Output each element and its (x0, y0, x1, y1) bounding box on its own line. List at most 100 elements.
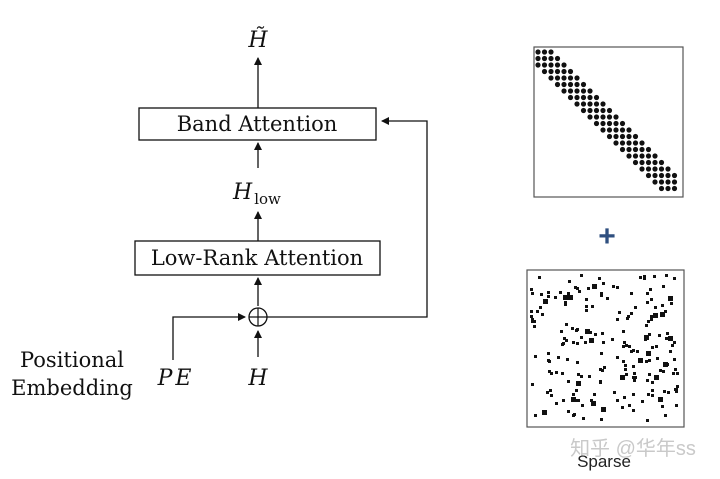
band-dot (541, 68, 548, 75)
band-dot (658, 172, 665, 179)
sparse-dot (639, 276, 642, 279)
band-dot (593, 101, 600, 107)
input-h-label: H (247, 366, 268, 391)
band-dot (561, 81, 567, 88)
sparse-dot (600, 294, 603, 297)
sparse-dot (654, 375, 659, 380)
sparse-dot (576, 287, 579, 290)
sparse-dot (622, 360, 625, 363)
sparse-dot (645, 324, 648, 327)
sparse-dot (588, 375, 591, 378)
sparse-dot (575, 399, 578, 402)
band-dot (639, 146, 645, 153)
band-matrix (533, 46, 684, 198)
sparse-dot (591, 403, 594, 406)
band-dot (658, 159, 665, 166)
band-dot (593, 120, 600, 127)
sparse-dot (660, 312, 665, 317)
band-dot (593, 107, 600, 114)
band-dot (645, 146, 652, 153)
sparse-dot (548, 370, 551, 373)
sparse-dot (612, 285, 615, 288)
sparse-dot (547, 291, 550, 294)
sparse-dot (576, 342, 579, 345)
sparse-dot (599, 368, 602, 371)
sparse-dot (632, 365, 635, 368)
sparse-dot (543, 299, 548, 304)
sparse-dot (593, 393, 596, 396)
sparse-dot (648, 359, 651, 362)
band-dot (587, 114, 593, 120)
band-dot (645, 159, 652, 166)
band-dot (665, 172, 671, 179)
sparse-dot (646, 301, 649, 304)
sparse-dot (580, 336, 583, 339)
band-dot (613, 114, 619, 120)
band-dot (561, 68, 567, 75)
band-dot (639, 140, 645, 146)
sparse-dot (564, 301, 567, 304)
sparse-dot (603, 366, 606, 369)
sparse-dot (557, 356, 560, 359)
sparse-dot (644, 338, 647, 341)
sparse-dot (587, 287, 590, 290)
band-dot (606, 127, 613, 133)
band-dot (600, 127, 606, 133)
sparse-dot (547, 295, 550, 298)
sparse-dot (632, 393, 635, 396)
band-dot (580, 101, 587, 107)
sparse-dot (550, 394, 553, 397)
band-dot (587, 107, 593, 114)
band-dot (606, 107, 613, 114)
band-dot (619, 146, 626, 153)
band-dot (652, 172, 658, 179)
sparse-dot (632, 409, 635, 412)
band-dot (619, 120, 626, 127)
sparse-dot (643, 275, 646, 278)
sparse-dot (676, 385, 679, 388)
band-dot (554, 55, 561, 62)
sparse-dot (567, 410, 570, 413)
sparse-dot (650, 318, 653, 321)
sum-node (248, 307, 268, 327)
band-dot (613, 133, 619, 140)
output-label: H̃ (247, 27, 268, 53)
sparse-dot (676, 372, 679, 375)
sparse-dot (672, 372, 675, 375)
band-dot (554, 68, 561, 75)
sparse-dot (633, 379, 636, 382)
sparse-dot (621, 406, 624, 409)
sparse-dot (632, 376, 635, 379)
sparse-dot (665, 337, 668, 340)
band-dot (645, 172, 652, 179)
sparse-dot (630, 350, 633, 353)
band-dot (548, 49, 554, 55)
sparse-dot (667, 391, 670, 394)
sparse-dot (646, 292, 649, 295)
band-dot (665, 185, 671, 192)
sparse-dot (565, 339, 568, 342)
band-dot (580, 81, 587, 88)
sparse-dot (625, 344, 628, 347)
sparse-dot (650, 298, 653, 301)
band-dot (535, 55, 541, 62)
sparse-dot (654, 306, 657, 309)
sparse-dot (624, 368, 627, 371)
band-dot (645, 153, 652, 159)
sparse-dot (668, 336, 673, 341)
sparse-dot (572, 393, 575, 396)
arrow-pe-to-sum (172, 313, 246, 360)
band-dot (567, 94, 574, 101)
sparse-dot (600, 418, 603, 421)
band-dot (600, 101, 606, 107)
sparse-dot (673, 277, 676, 280)
band-dot (580, 94, 587, 101)
band-dot (632, 133, 639, 140)
sparse-dot (648, 373, 651, 376)
band-dot (593, 114, 600, 120)
band-dot (548, 55, 554, 62)
sparse-dot (646, 351, 651, 356)
band-dot (567, 75, 574, 81)
sparse-dot (554, 296, 557, 299)
